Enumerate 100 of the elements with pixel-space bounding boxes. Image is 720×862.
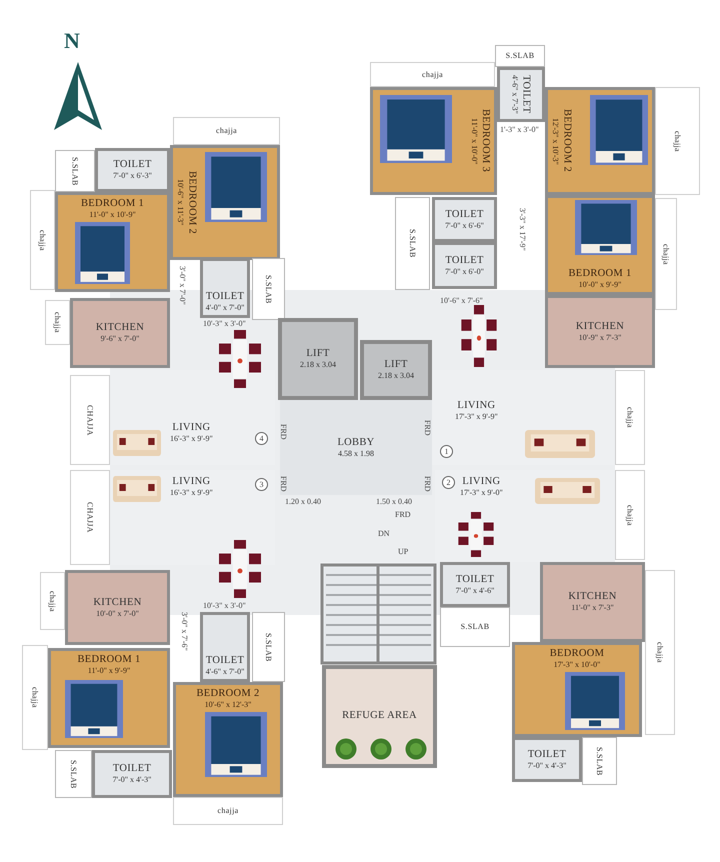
- room-name: S.SLAB: [68, 760, 78, 788]
- service-slab-area: [440, 607, 510, 647]
- balcony-area: [655, 87, 700, 195]
- room-dimensions: 10'-9" x 7'-3": [578, 332, 622, 342]
- room-dimensions: 7'-0" x 6'-0": [445, 266, 484, 276]
- balcony-area: [70, 470, 110, 565]
- plan-label: FRD: [423, 476, 431, 492]
- room-name: chajja: [625, 407, 635, 428]
- room-name: BEDROOM: [550, 648, 604, 660]
- room-dimensions: 16'-3" x 9'-9": [170, 488, 213, 498]
- service-slab-area: [252, 258, 285, 320]
- room-name: REFUGE AREA: [342, 710, 417, 723]
- room-dimensions: 4.58 x 1.98: [338, 448, 374, 458]
- room-dimensions: 7'-0" x 4'-6": [456, 586, 494, 596]
- service-slab-area: [55, 750, 92, 798]
- room-dimensions: 10'-0" x 7'-0": [96, 608, 139, 618]
- plan-label: 3'-0" x 7'-6": [180, 612, 188, 651]
- room-name: KITCHEN: [568, 591, 617, 604]
- room-dimensions: 7'-0" x 6'-6": [445, 220, 484, 230]
- room-dimensions: 2.18 x 3.04: [378, 371, 414, 381]
- plan-label: 1.20 x 0.40: [285, 498, 321, 506]
- room-name: CHAJJA: [85, 502, 95, 533]
- toilet-area: [432, 242, 497, 289]
- toilet-area: [497, 67, 545, 122]
- balcony-area: [615, 470, 645, 560]
- balcony-area: [370, 62, 495, 87]
- balcony-area: [645, 570, 675, 735]
- room-name: CHAJJA: [85, 404, 95, 436]
- room-name: chajja: [52, 312, 62, 333]
- room-name: chajja: [216, 126, 237, 136]
- room-name: BEDROOM 1: [568, 268, 632, 280]
- room-name: S.SLAB: [506, 51, 534, 61]
- room-dimensions: 4'-0" x 7'-0": [206, 302, 244, 312]
- plan-label: FRD: [279, 476, 287, 492]
- balcony-area: [22, 645, 48, 750]
- room-dimensions: 11'-0" x 7'-3": [571, 603, 614, 613]
- room-name: TOILET: [456, 574, 494, 586]
- plan-label: FRD: [279, 424, 287, 440]
- room-name: KITCHEN: [93, 596, 142, 609]
- plan-label: 1'-3" x 3'-0": [500, 126, 539, 134]
- toilet-area: [200, 258, 250, 318]
- service-slab-area: [582, 737, 617, 785]
- room-name: LIVING: [172, 422, 210, 434]
- room-name: LOBBY: [337, 436, 375, 449]
- room-name: S.SLAB: [70, 156, 80, 186]
- lobby-area: [280, 400, 432, 495]
- room-name: S.SLAB: [460, 622, 490, 632]
- room-name: BEDROOM 2: [185, 170, 198, 234]
- plan-label: 10'-3" x 3'-0": [203, 602, 246, 610]
- room-name: BEDROOM 2: [560, 109, 572, 173]
- kitchen-area: [545, 295, 655, 368]
- room-dimensions: 11'-0" x 9'-9": [88, 666, 130, 676]
- balcony-area: [173, 797, 283, 825]
- room-dimensions: 7'-0" x 4'-3": [112, 775, 152, 785]
- refuge-area: [322, 665, 437, 768]
- room-name: chajja: [422, 70, 443, 80]
- plan-label: 1.50 x 0.40: [376, 498, 412, 506]
- balcony-area: [70, 375, 110, 465]
- room-name: TOILET: [206, 654, 244, 667]
- kitchen-area: [540, 562, 645, 642]
- room-dimensions: 9'-6" x 7'-0": [100, 334, 140, 344]
- room-name: BEDROOM 3: [479, 109, 491, 173]
- room-dimensions: 11'-0" x 10'-9": [89, 210, 136, 220]
- room-name: BEDROOM 1: [77, 654, 141, 666]
- toilet-area: [512, 737, 582, 782]
- service-slab-area: [495, 45, 545, 67]
- plan-label: FRD: [423, 420, 431, 436]
- room-dimensions: 16'-3" x 9'-9": [170, 434, 213, 444]
- room-dimensions: 7'-0" x 6'-3": [113, 171, 152, 181]
- service-slab-area: [252, 612, 285, 682]
- room-dimensions: 17'-3" x 9'-0": [460, 488, 503, 498]
- room-name: LIVING: [462, 476, 500, 488]
- balcony-area: [40, 572, 65, 630]
- balcony-area: [30, 190, 55, 290]
- room-dimensions: 4'-6" x 7'-0": [206, 666, 244, 676]
- room-name: S.SLAB: [408, 229, 418, 258]
- plan-label: 3'-0" x 7'-0": [178, 266, 186, 305]
- room-dimensions: 10'-6" x 11'-3": [176, 179, 186, 226]
- plan-label: DN: [378, 530, 390, 538]
- room-name: TOILET: [445, 208, 484, 221]
- room-name: chajja: [48, 590, 58, 612]
- balcony-area: [655, 198, 677, 310]
- toilet-area: [92, 750, 172, 798]
- room-dimensions: 7'-0" x 4'-3": [528, 760, 566, 770]
- lift-shaft: [360, 340, 432, 400]
- room-name: BEDROOM 2: [196, 688, 260, 700]
- room-name: TOILET: [520, 75, 532, 114]
- room-name: chajja: [218, 806, 238, 816]
- balcony-area: [173, 117, 280, 145]
- room-name: LIVING: [457, 400, 496, 412]
- room-name: KITCHEN: [576, 320, 624, 333]
- toilet-area: [95, 148, 170, 192]
- room-dimensions: 10'-0" x 9'-9": [578, 280, 622, 289]
- room-dimensions: 17'-3" x 10'-0": [554, 660, 600, 670]
- room-name: chajja: [625, 504, 635, 526]
- plan-label: 3'-3" x 17'-9": [518, 208, 526, 251]
- room-name: BEDROOM 1: [80, 198, 144, 210]
- room-name: S.SLAB: [594, 746, 604, 776]
- room-name: chajja: [661, 244, 671, 264]
- toilet-area: [432, 197, 497, 242]
